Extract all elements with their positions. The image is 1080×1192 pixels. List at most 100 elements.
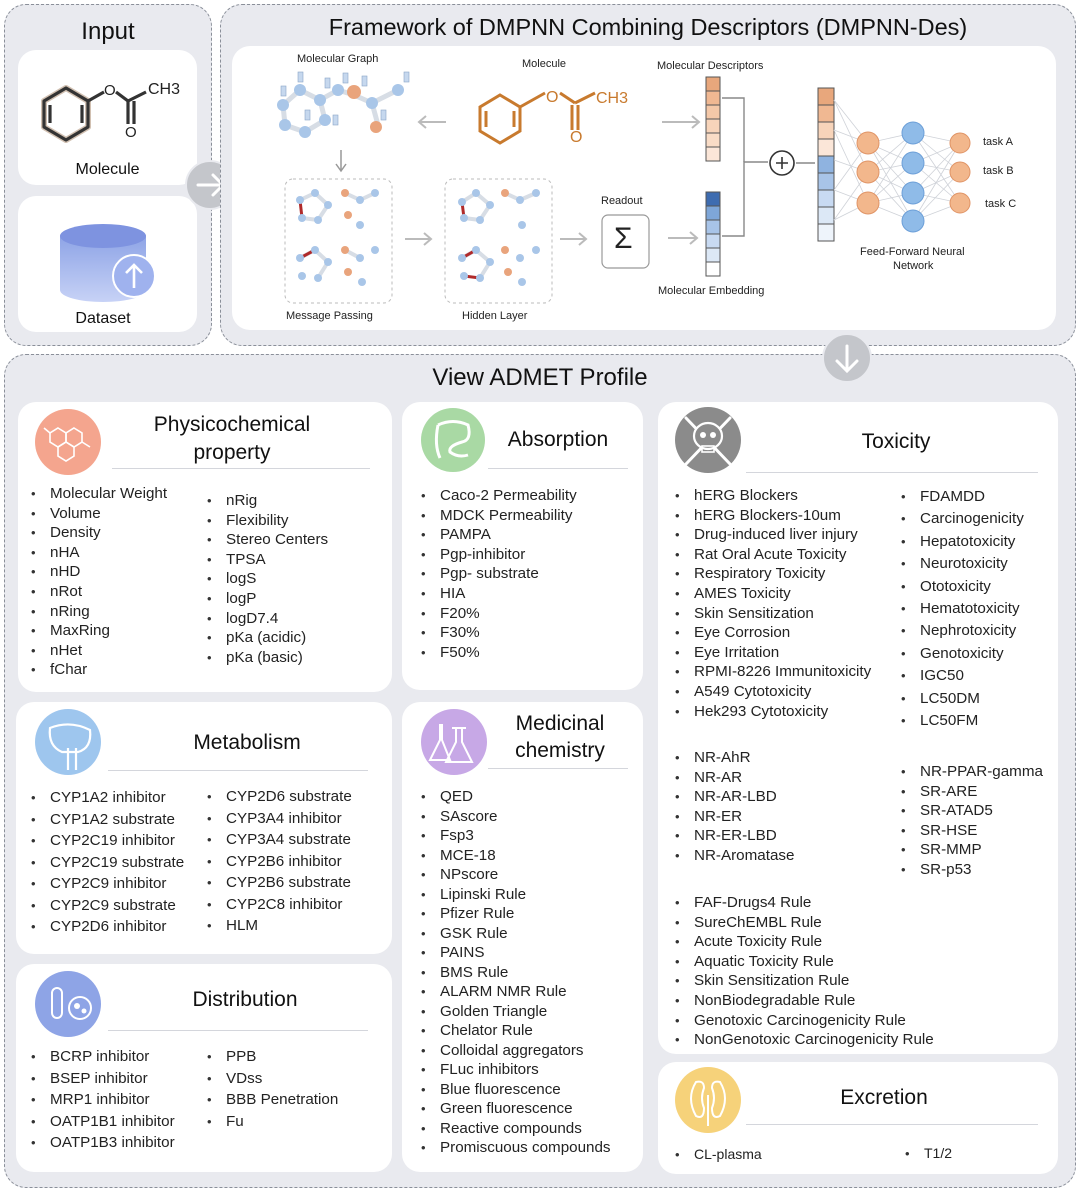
- list-item: F50%: [418, 643, 577, 663]
- list-item: BBB Penetration: [204, 1089, 338, 1111]
- list-item: FDAMDD: [898, 486, 1024, 509]
- list-item: BCRP inhibitor: [28, 1046, 175, 1068]
- arrow-down-icon: [835, 344, 859, 374]
- list-item: CL-plasma: [672, 1145, 762, 1165]
- list-item: NR-Aromatase: [672, 846, 794, 866]
- distribution-list-2: PPB VDss BBB Penetration Fu: [204, 1046, 338, 1132]
- medchem-title-line1: Medicinal: [515, 712, 605, 735]
- list-item: CYP2C9 inhibitor: [28, 873, 184, 895]
- list-item: Pfizer Rule: [418, 904, 611, 924]
- list-item: F20%: [418, 604, 577, 624]
- absorption-list: Caco-2 Permeability MDCK Permeability PA…: [418, 486, 577, 662]
- list-item: logP: [204, 589, 328, 609]
- list-item: Respiratory Toxicity: [672, 564, 871, 584]
- list-item: hERG Blockers: [672, 486, 871, 506]
- list-item: SR-ARE: [898, 782, 1043, 802]
- list-item: NR-ER-LBD: [672, 826, 794, 846]
- list-item: BSEP inhibitor: [28, 1068, 175, 1090]
- liver-icon: [35, 709, 101, 775]
- medchem-divider: [488, 768, 628, 769]
- input-molecule-label: Molecule: [75, 161, 140, 178]
- list-item: GSK Rule: [418, 924, 611, 944]
- molecule-ch3-label: CH3: [596, 90, 629, 107]
- list-item: NPscore: [418, 865, 611, 885]
- ffnn-label-line2: Network: [893, 260, 934, 272]
- list-item: PPB: [204, 1046, 338, 1068]
- excretion-list-1: CL-plasma: [672, 1145, 762, 1165]
- intestine-icon: [421, 408, 485, 472]
- list-item: IGC50: [898, 665, 1024, 688]
- list-item: pKa (acidic): [204, 628, 328, 648]
- framework-diagram: [277, 71, 971, 304]
- physchem-divider: [112, 468, 370, 469]
- list-item: logS: [204, 569, 328, 589]
- list-item: Carcinogenicity: [898, 508, 1024, 531]
- list-item: Eye Corrosion: [672, 623, 871, 643]
- list-item: LC50DM: [898, 688, 1024, 711]
- list-item: BMS Rule: [418, 963, 611, 983]
- list-item: Pgp-inhibitor: [418, 545, 577, 565]
- molecular-graph-label: Molecular Graph: [297, 53, 379, 65]
- readout-label: Readout: [601, 195, 643, 207]
- list-item: Green fluorescence: [418, 1099, 611, 1119]
- toxicity-list-1: hERG Blockers hERG Blockers-10um Drug-in…: [672, 486, 871, 721]
- list-item: CYP2C19 substrate: [28, 852, 184, 874]
- hexagon-network-icon: [35, 409, 101, 475]
- list-item: NonBiodegradable Rule: [672, 991, 934, 1011]
- list-item: nHet: [28, 641, 167, 661]
- metabolism-list-2: CYP2D6 substrate CYP3A4 inhibitor CYP3A4…: [204, 786, 352, 937]
- list-item: CYP2D6 substrate: [204, 786, 352, 808]
- input-molecule-drawing: [41, 85, 147, 143]
- skull-crossbones-icon: [675, 407, 741, 473]
- metabolism-divider: [108, 770, 368, 771]
- molecular-embedding-label: Molecular Embedding: [658, 285, 765, 297]
- list-item: Pgp- substrate: [418, 564, 577, 584]
- list-item: Fu: [204, 1111, 338, 1133]
- list-item: CYP3A4 inhibitor: [204, 808, 352, 830]
- list-item: HIA: [418, 584, 577, 604]
- molecule-label: Molecule: [522, 58, 567, 70]
- list-item: nHA: [28, 543, 167, 563]
- list-item: NR-AR-LBD: [672, 787, 794, 807]
- admet-title: View ADMET Profile: [432, 364, 648, 391]
- list-item: CYP2D6 inhibitor: [28, 916, 184, 938]
- list-item: Lipinski Rule: [418, 885, 611, 905]
- list-item: SR-HSE: [898, 821, 1043, 841]
- list-item: FAF-Drugs4 Rule: [672, 893, 934, 913]
- list-item: Eye Irritation: [672, 643, 871, 663]
- list-item: A549 Cytotoxicity: [672, 682, 871, 702]
- list-item: SR-ATAD5: [898, 801, 1043, 821]
- list-item: Hek293 Cytotoxicity: [672, 702, 871, 722]
- list-item: TPSA: [204, 550, 328, 570]
- list-item: Chelator Rule: [418, 1021, 611, 1041]
- toxicity-list-2: FDAMDD Carcinogenicity Hepatotoxicity Ne…: [898, 486, 1024, 733]
- toxicity-nr-list-2: NR-PPAR-gamma SR-ARE SR-ATAD5 SR-HSE SR-…: [898, 762, 1043, 880]
- list-item: nHD: [28, 562, 167, 582]
- list-item: Hepatotoxicity: [898, 531, 1024, 554]
- list-item: Volume: [28, 504, 167, 524]
- message-passing-label: Message Passing: [286, 310, 373, 322]
- list-item: CYP2B6 substrate: [204, 872, 352, 894]
- list-item: CYP1A2 inhibitor: [28, 787, 184, 809]
- absorption-title: Absorption: [507, 428, 609, 451]
- list-item: nRot: [28, 582, 167, 602]
- excretion-divider: [746, 1124, 1038, 1125]
- list-item: PAINS: [418, 943, 611, 963]
- list-item: SureChEMBL Rule: [672, 913, 934, 933]
- list-item: Fsp3: [418, 826, 611, 846]
- list-item: Hematotoxicity: [898, 598, 1024, 621]
- list-item: Skin Sensitization Rule: [672, 971, 934, 991]
- list-item: Reactive compounds: [418, 1119, 611, 1139]
- list-item: CYP2B6 inhibitor: [204, 851, 352, 873]
- list-item: FLuc inhibitors: [418, 1060, 611, 1080]
- list-item: Golden Triangle: [418, 1002, 611, 1022]
- list-item: CYP2C9 substrate: [28, 895, 184, 917]
- sigma-symbol: Σ: [614, 222, 633, 255]
- medchem-title-line2: chemistry: [515, 739, 605, 762]
- molecule-o-label: O: [546, 89, 559, 106]
- list-item: Nephrotoxicity: [898, 620, 1024, 643]
- list-item: RPMI-8226 Immunitoxicity: [672, 662, 871, 682]
- list-item: Skin Sensitization: [672, 604, 871, 624]
- list-item: Genotoxicity: [898, 643, 1024, 666]
- distribution-title: Distribution: [192, 988, 298, 1011]
